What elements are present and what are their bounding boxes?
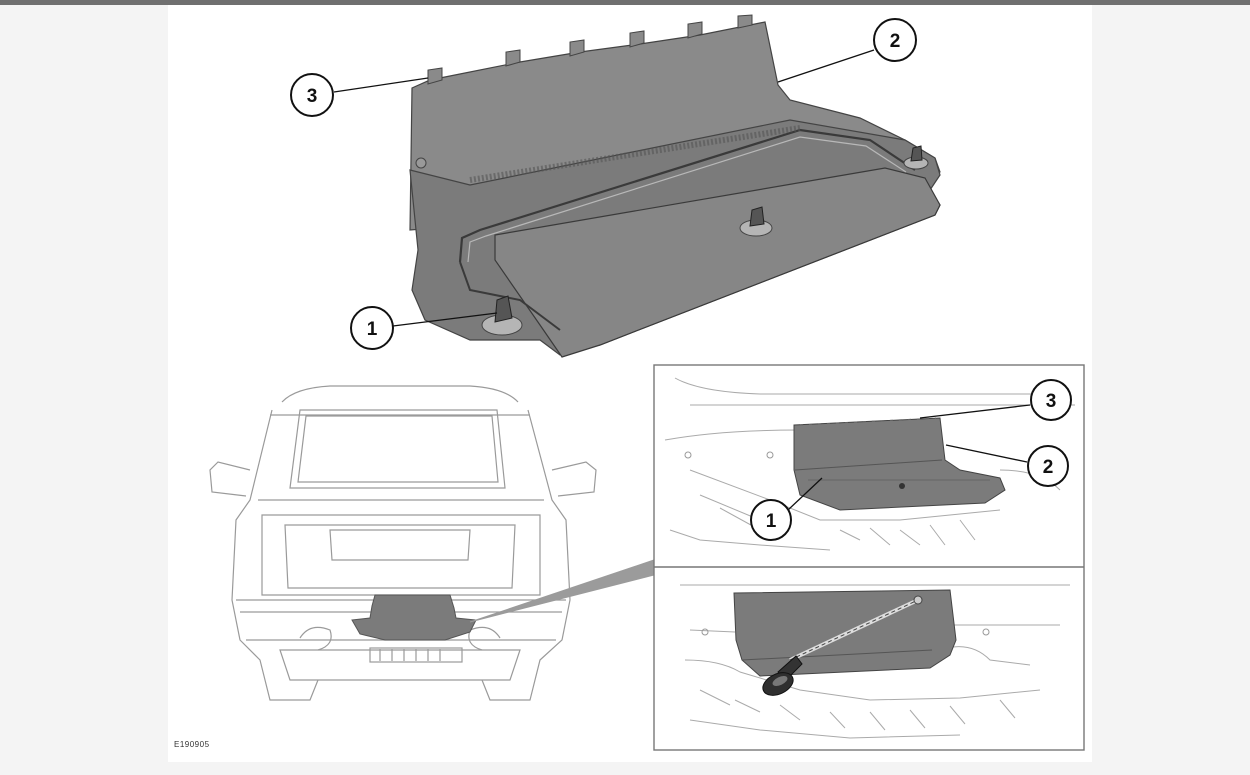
main-callout-2: 2 [890,31,901,52]
inset-callout-2: 2 [1043,457,1054,478]
main-callout-3: 3 [307,86,318,107]
heat-shield-location [351,594,477,641]
main-callouts: 3 2 1 [290,18,917,350]
top-bar [0,0,1250,5]
heat-shield-main [409,14,941,358]
inset-installed-view [664,377,1075,551]
main-callout-1: 1 [367,319,378,340]
inset-removal-view [680,584,1070,739]
vehicle-rear-view [209,385,597,701]
figure-id: E190905 [174,740,210,749]
inset-pointer [469,559,655,623]
inset-callout-1: 1 [766,511,777,532]
inset-callouts: 3 2 1 [750,379,1072,541]
inset-callout-3: 3 [1046,391,1057,412]
